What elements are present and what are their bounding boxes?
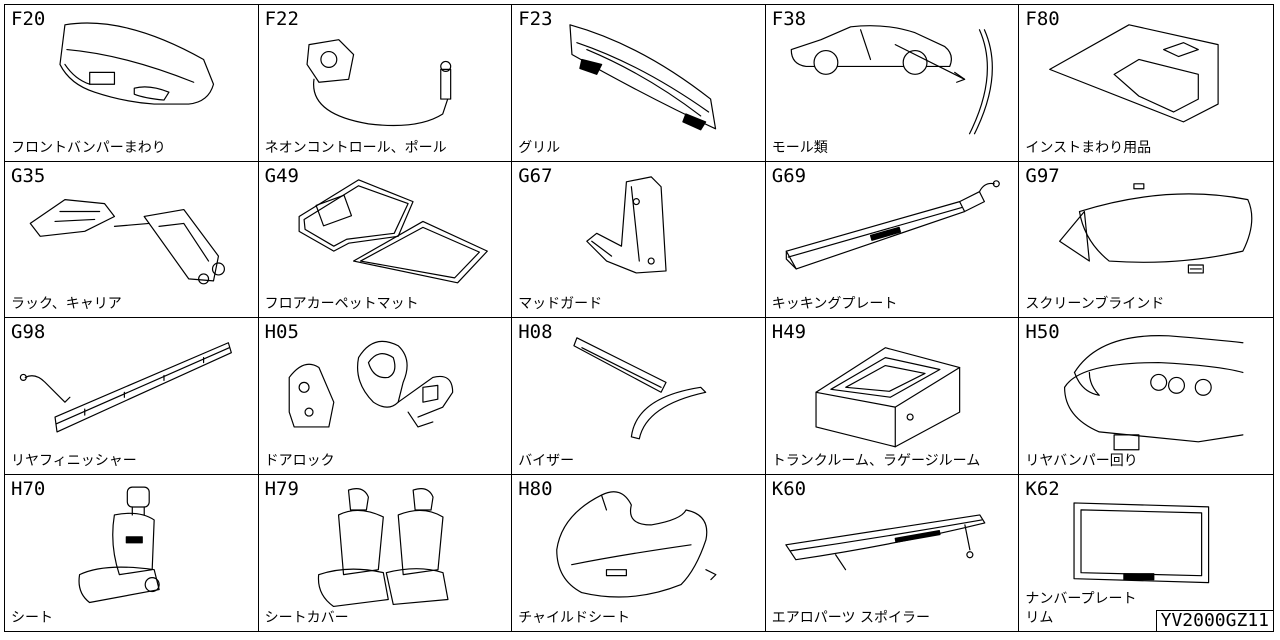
rear-finisher-icon: [19, 342, 232, 433]
aero-spoiler-icon: [785, 513, 986, 570]
cell-code: H80: [518, 477, 553, 500]
cell-k62[interactable]: K62 ナンバープレート リム: [1019, 475, 1273, 632]
cell-h79[interactable]: H79 シートカバー: [259, 474, 513, 631]
cell-g97[interactable]: G97 スクリーンブラインド: [1019, 162, 1273, 318]
cell-code: F22: [264, 8, 299, 30]
cell-label: ドアロック: [264, 452, 335, 469]
cell-label: ネオンコントロール、ポール: [264, 139, 447, 156]
cell-label: マッドガード: [518, 296, 603, 312]
cell-h80[interactable]: H80 チャイルドシート: [512, 474, 766, 631]
number-plate-rim-icon: [1073, 501, 1210, 583]
grille-icon: [569, 24, 717, 131]
child-seat-icon: [556, 490, 717, 598]
cell-code: G97: [1025, 164, 1060, 187]
cell-g98[interactable]: G98 リヤフィニッシャー: [5, 318, 259, 475]
seat-icon: [78, 486, 160, 603]
cell-g49[interactable]: G49 フロアカーペットマット: [258, 161, 513, 318]
cell-label: シートカバー: [264, 610, 349, 626]
catalog-code: YV2000GZ11: [1155, 610, 1274, 632]
cell-label: フロントバンパーまわり: [11, 139, 166, 156]
cell-code: K62: [1025, 477, 1060, 500]
cell-label: フロアカーペットマット: [264, 296, 419, 312]
cell-code: F38: [771, 8, 807, 30]
screen-blind-icon: [1059, 182, 1253, 274]
cell-g35[interactable]: G35 ラック、キャリア: [5, 161, 259, 318]
cell-label: キッキングプレート: [771, 296, 898, 312]
cell-label: スクリーンブラインド: [1025, 296, 1165, 312]
door-lock-icon: [288, 340, 453, 428]
cell-f38[interactable]: F38 モール類: [765, 5, 1020, 162]
instrument-panel-icon: [1049, 24, 1220, 123]
cell-h50[interactable]: H50 リヤバンパー回り: [1019, 318, 1273, 475]
cell-label: ナンバープレート リム: [1025, 591, 1137, 626]
visor-icon: [573, 337, 707, 440]
cell-code: H49: [771, 321, 807, 343]
cell-label: バイザー: [518, 452, 575, 469]
cell-label: リヤバンパー回り: [1025, 452, 1138, 469]
cell-code: H05: [264, 321, 299, 343]
cell-f23[interactable]: F23 グリル: [512, 5, 766, 162]
cell-code: G49: [264, 164, 299, 187]
cell-f22[interactable]: F22 ネオンコントロール、ポール: [258, 5, 513, 162]
cell-code: H79: [264, 477, 299, 500]
cell-code: H08: [518, 321, 553, 343]
cell-code: H50: [1025, 321, 1060, 343]
cell-code: G69: [771, 164, 807, 187]
cell-code: H70: [11, 477, 46, 500]
cell-label: ラック、キャリア: [11, 296, 122, 312]
cell-f80[interactable]: F80 インストまわり用品: [1019, 5, 1273, 162]
cell-label: インストまわり用品: [1025, 139, 1152, 156]
cell-label: トランクルーム、ラゲージルーム: [771, 452, 981, 469]
neon-control-pole-icon: [306, 39, 451, 127]
cell-g69[interactable]: G69 キッキングプレート: [765, 161, 1020, 318]
cell-label: エアロパーツ スポイラー: [771, 610, 930, 626]
cell-label: モール類: [771, 139, 828, 156]
cell-label: シート: [11, 610, 53, 626]
cell-code: G35: [11, 164, 46, 187]
cell-h70[interactable]: H70 シート: [5, 474, 259, 631]
seat-cover-icon: [317, 487, 449, 607]
cell-code: G67: [518, 164, 553, 187]
molding-icon: [790, 25, 993, 135]
cell-label: チャイルドシート: [518, 610, 631, 626]
cell-code: K60: [771, 477, 807, 500]
mud-guard-icon: [586, 175, 667, 274]
rack-carrier-icon: [29, 198, 225, 284]
cell-code: F20: [11, 8, 46, 30]
cell-code: G98: [11, 321, 46, 343]
cell-code: F23: [518, 8, 553, 30]
cell-h49[interactable]: H49 トランクルーム、ラゲージルーム: [765, 318, 1020, 475]
front-bumper-icon: [59, 22, 215, 105]
cell-f20[interactable]: F20 フロントバンパーまわり: [5, 5, 259, 162]
cell-h08[interactable]: H08 バイザー: [512, 318, 766, 475]
cell-label: グリル: [518, 139, 561, 156]
kicking-plate-icon: [785, 179, 1000, 270]
cell-h05[interactable]: H05 ドアロック: [258, 318, 513, 475]
cell-code: F80: [1025, 8, 1060, 30]
cell-g67[interactable]: G67 マッドガード: [512, 161, 766, 318]
trunk-room-icon: [815, 347, 961, 448]
cell-k60[interactable]: K60 エアロパーツ スポイラー: [766, 474, 1020, 631]
parts-index-grid: F20 フロントバンパーまわり F22 ネオンコントロール、ポール F23: [4, 4, 1274, 632]
rear-bumper-icon: [1064, 335, 1244, 451]
cell-label: リヤフィニッシャー: [11, 452, 137, 469]
floor-mat-icon: [298, 178, 488, 283]
